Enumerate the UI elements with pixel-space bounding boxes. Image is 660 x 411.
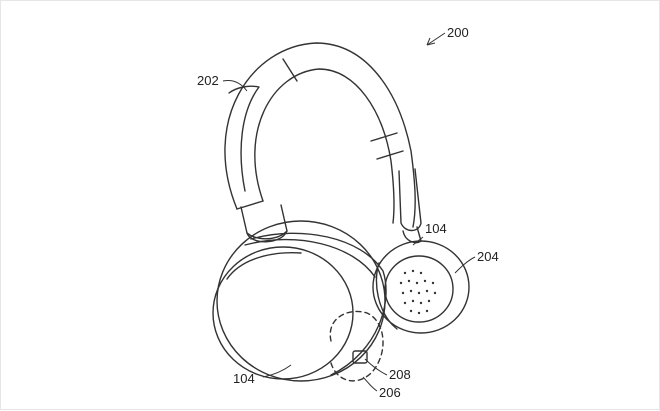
- label-202: 202: [197, 73, 219, 88]
- label-104-bottom: 104: [233, 371, 255, 386]
- earcup-left-outer: [216, 220, 386, 382]
- earcup-left-rim2: [244, 238, 376, 278]
- cushion-perforations: [399, 269, 437, 315]
- slider-right: [398, 168, 422, 232]
- earcup-left-rim: [250, 232, 387, 376]
- ear-cushion-inner: [384, 255, 454, 323]
- label-200: 200: [447, 25, 469, 40]
- ear-cushion-back: [375, 262, 398, 330]
- headband-outer: [224, 42, 416, 228]
- label-204: 204: [477, 249, 499, 264]
- headband-right-pad-seam: [370, 132, 398, 142]
- headband-left-pad: [228, 85, 260, 192]
- control-button: [352, 350, 368, 364]
- ear-cushion-outer: [372, 240, 470, 334]
- earcup-left-face: [212, 246, 354, 380]
- headband-top-seam: [282, 58, 298, 82]
- leader-lines: [222, 32, 476, 392]
- label-206: 206: [379, 385, 401, 400]
- headband-right-pad-seam2: [376, 150, 404, 160]
- dashed-region: [329, 310, 384, 382]
- slider-left-ring: [246, 230, 288, 243]
- label-208: 208: [389, 367, 411, 382]
- label-104-top: 104: [425, 221, 447, 236]
- earcup-left-face-edge: [226, 252, 302, 280]
- headband-inner: [254, 68, 395, 224]
